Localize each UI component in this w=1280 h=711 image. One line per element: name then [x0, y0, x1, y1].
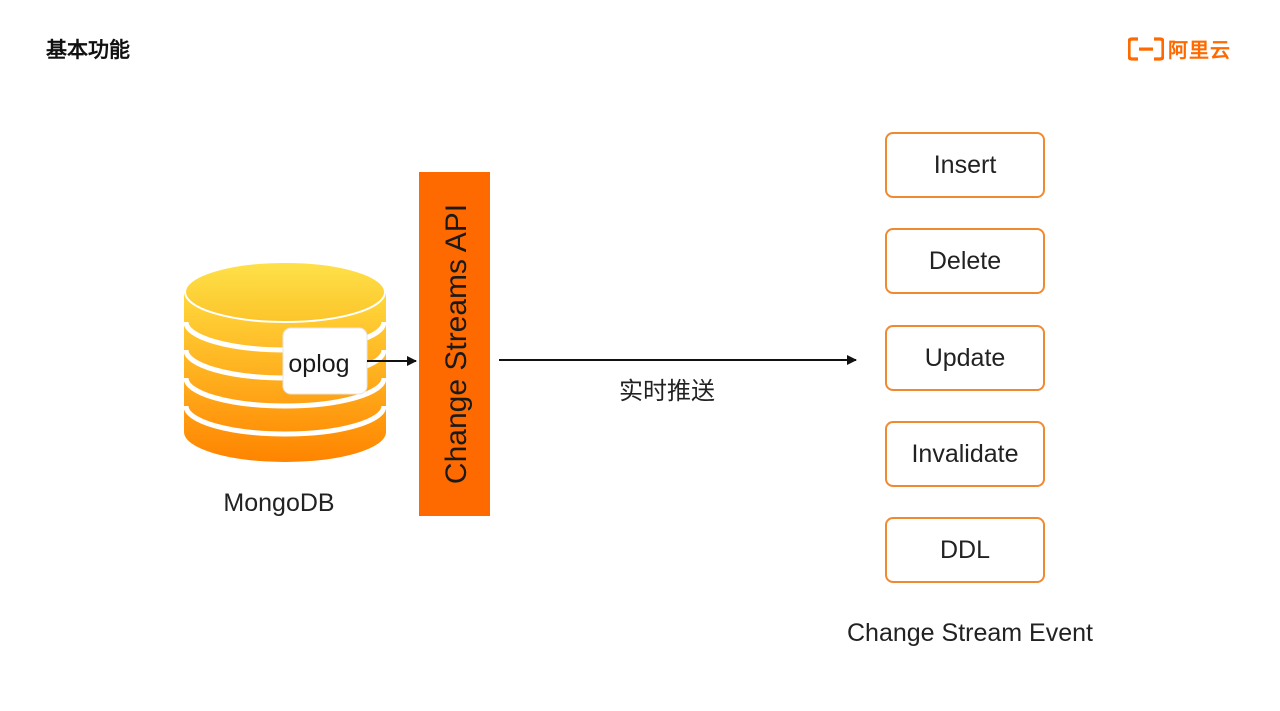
change-streams-api-bar: Change Streams API: [419, 172, 490, 516]
brand-logo: 阿里云: [1128, 34, 1231, 63]
mongodb-label: MongoDB: [223, 489, 334, 517]
push-label: 实时推送: [619, 377, 715, 405]
event-ddl: DDL: [885, 517, 1045, 583]
event-delete: Delete: [885, 228, 1045, 294]
oplog-box: oplog: [282, 327, 368, 395]
page-title: 基本功能: [46, 38, 130, 62]
event-invalidate: Invalidate: [885, 421, 1045, 487]
aliyun-logo-icon: [1128, 36, 1164, 61]
event-insert: Insert: [885, 132, 1045, 198]
brand-name: 阿里云: [1168, 38, 1231, 62]
api-label: Change Streams API: [440, 204, 473, 484]
events-caption: Change Stream Event: [847, 619, 1093, 647]
event-update: Update: [885, 325, 1045, 391]
oplog-label: oplog: [288, 350, 349, 378]
